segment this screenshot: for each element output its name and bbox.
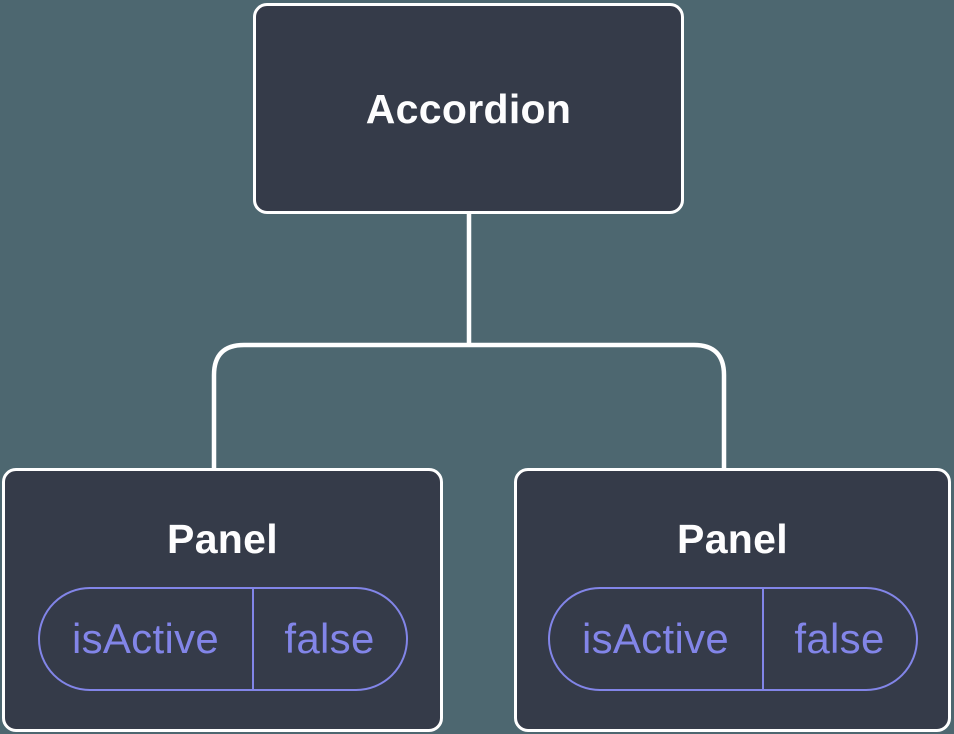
state-value-cell: false <box>254 589 406 689</box>
panel-node-label: Panel <box>167 516 278 562</box>
state-key-cell: isActive <box>40 589 254 689</box>
state-key-label: isActive <box>71 615 220 662</box>
state-value-label: false <box>284 615 375 662</box>
connector-branch <box>211 342 727 471</box>
tree-node-accordion: Accordion <box>253 3 684 214</box>
state-pill: isActive false <box>547 587 918 691</box>
state-value-label: false <box>794 615 885 662</box>
tree-node-panel-1: Panel isActive false <box>2 468 443 732</box>
panel-node-label: Panel <box>677 516 788 562</box>
accordion-node-label: Accordion <box>365 85 572 132</box>
tree-node-panel-2: Panel isActive false <box>514 468 951 732</box>
state-key-label: isActive <box>581 615 730 662</box>
state-value-cell: false <box>764 589 916 689</box>
state-key-cell: isActive <box>550 589 764 689</box>
state-pill: isActive false <box>37 587 408 691</box>
